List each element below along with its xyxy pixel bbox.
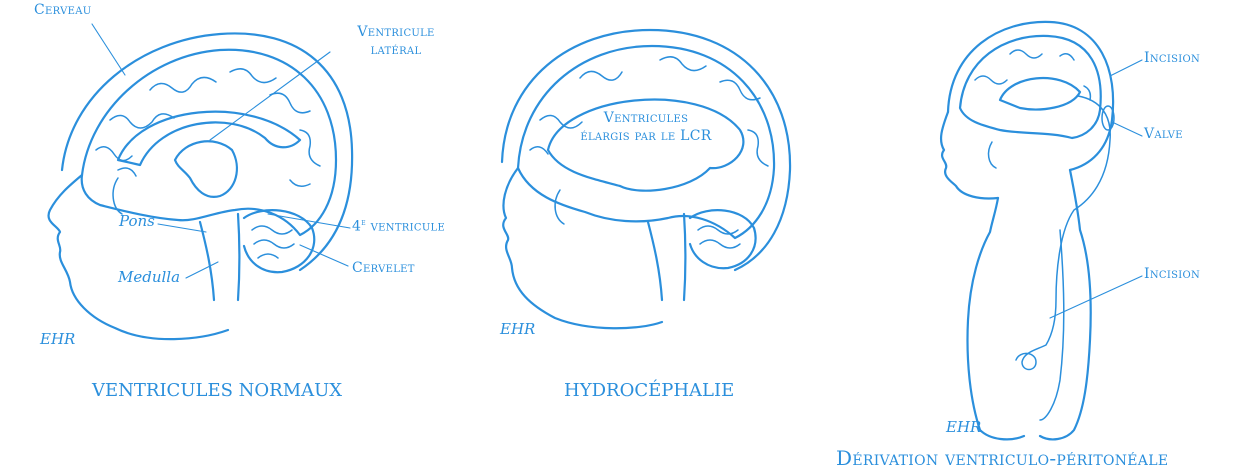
- signature-hydro: EHR: [500, 320, 535, 339]
- label-incision-bottom: Incision: [1144, 266, 1200, 284]
- caption-hydro: HYDROCÉPHALIE: [564, 380, 734, 403]
- brainstem-normal: [200, 214, 240, 300]
- panel-normal-drawing: [49, 24, 353, 339]
- cerebellum-normal: [244, 210, 314, 272]
- brain-outline-shunt: [960, 36, 1101, 138]
- face-profile-normal: [49, 175, 228, 339]
- ventricle-shunt: [1000, 78, 1080, 109]
- leader-pons: [158, 224, 206, 232]
- label-ventricules-line2: élargis par le LCR: [546, 128, 746, 146]
- label-medulla: Medulla: [118, 268, 180, 287]
- face-profile-shunt: [941, 112, 998, 199]
- label-ventricule-line1: Ventricule: [336, 24, 456, 42]
- cerebellum-folia-normal: [252, 226, 294, 258]
- label-ventricules-line1: Ventricules: [546, 110, 746, 128]
- label-cerveau: Cerveau: [34, 2, 91, 20]
- ear-hydro: [555, 190, 564, 224]
- label-ventricule-lateral: Ventricule latéral: [336, 24, 456, 59]
- body-outline-shunt: [968, 170, 1091, 439]
- brainstem-hydro: [648, 214, 686, 300]
- label-incision-top: Incision: [1144, 50, 1200, 68]
- signature-normal: EHR: [40, 330, 75, 349]
- signature-shunt: EHR: [946, 418, 981, 437]
- panel-shunt-drawing: [941, 22, 1142, 439]
- leader-valve: [1112, 122, 1142, 136]
- leader-cerveau: [92, 24, 125, 75]
- label-ventricules-elargis: Ventricules élargis par le LCR: [546, 110, 746, 145]
- arm-outline-shunt: [1040, 230, 1064, 420]
- lateral-ventricle-normal: [175, 141, 237, 197]
- caption-normal: VENTRICULES NORMAUX: [92, 380, 342, 403]
- head-outline-shunt: [948, 22, 1113, 170]
- corpus-callosum-normal: [118, 112, 300, 165]
- label-valve: Valve: [1144, 126, 1183, 144]
- leader-quatrieme: [268, 214, 350, 228]
- leader-incision-top: [1110, 60, 1142, 76]
- label-quatrieme-num: 4: [352, 219, 361, 235]
- caption-shunt: Dérivation ventriculo-péritonéale: [836, 446, 1168, 471]
- label-quatrieme-ventricule: 4e ventricule: [352, 218, 445, 236]
- label-ventricule-line2: latéral: [336, 42, 456, 60]
- label-cervelet: Cervelet: [352, 260, 415, 278]
- label-quatrieme-word: ventricule: [366, 219, 445, 235]
- brain-gyri-normal: [96, 69, 320, 186]
- ear-shunt: [989, 142, 996, 168]
- face-profile-hydro: [503, 168, 662, 328]
- leader-ventricule: [210, 52, 330, 140]
- leader-medulla: [186, 262, 218, 278]
- brain-gyri-shunt: [975, 50, 1090, 100]
- panel-hydro-drawing: [502, 30, 790, 328]
- label-pons: Pons: [119, 212, 155, 231]
